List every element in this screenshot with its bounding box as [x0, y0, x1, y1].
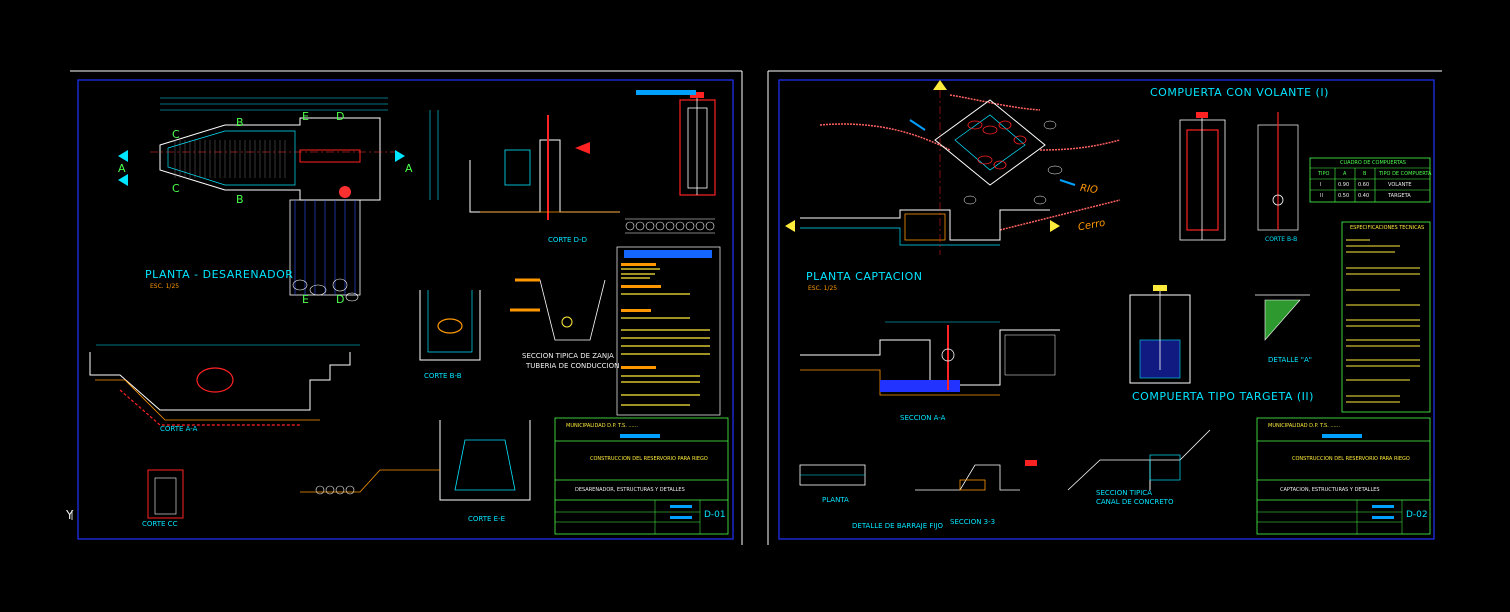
tb2-sheet-number: D-02 [1406, 510, 1428, 520]
cut-marker-b-bottom: B [236, 193, 244, 206]
label-corte-bb: CORTE B-B [424, 372, 462, 380]
gates-header-tipo: TIPO [1318, 171, 1330, 177]
gates-row2-b: 0.40 [1358, 193, 1370, 199]
label-corte-ee: CORTE E-E [468, 515, 506, 523]
cut-marker-e-bottom: E [302, 293, 309, 306]
label-canal: SECCION TIPICA [1096, 489, 1152, 497]
ucs-axis-label: Y [66, 508, 74, 522]
desarenador-plan [118, 97, 439, 302]
titleblock-sheet1 [554, 417, 729, 535]
tb1-project: CONSTRUCCION DEL RESERVORIO PARA RIEGO [590, 456, 708, 462]
cut-marker-c-top: C [172, 128, 180, 141]
tb2-project-line2: CAPTACION, ESTRUCTURAS Y DETALLES [1280, 487, 1380, 493]
seccion-33 [915, 460, 1037, 491]
tb1-sheet-number: D-01 [704, 510, 726, 520]
label-corte-bb-2: CORTE B-B [1265, 236, 1298, 243]
seccion-aa-captacion [800, 321, 1060, 396]
gates-row1-type: VOLANTE [1388, 182, 1412, 188]
label-seccion-aa: SECCION A-A [900, 414, 946, 422]
gates-row2-a: 0.50 [1338, 193, 1350, 199]
corte-aa-drawing [89, 344, 360, 426]
gates-header-b: B [1363, 171, 1367, 177]
label-corte-dd: CORTE D-D [548, 236, 587, 244]
gates-header-type: TIPO DE COMPUERTA [1379, 171, 1432, 177]
captacion-plan [785, 80, 1121, 255]
cut-marker-b-top: B [236, 116, 244, 129]
gate-elevation-sheet1 [679, 92, 716, 196]
gates-header-a: A [1343, 171, 1347, 177]
cut-marker-d-bottom: D [336, 293, 344, 306]
compuerta-targeta-drawing [1129, 285, 1310, 384]
tb2-project: CONSTRUCCION DEL RESERVORIO PARA RIEGO [1292, 456, 1410, 462]
label-seccion-zanja: SECCION TIPICA DE ZANJA [522, 352, 614, 360]
plan-title-captacion: PLANTA CAPTACION [806, 270, 923, 283]
label-detalle-a: DETALLE "A" [1268, 356, 1313, 364]
gates-row2-type: TARGETA [1388, 193, 1411, 199]
sheet-2-frame [767, 70, 1442, 545]
title-compuerta-volante: COMPUERTA CON VOLANTE (I) [1150, 86, 1329, 99]
notes-box-sheet1 [616, 246, 721, 416]
label-planta: PLANTA [822, 496, 849, 504]
sheet-1-frame [70, 70, 743, 545]
label-rio: RIO [1079, 182, 1099, 197]
compuerta-volante-drawing [1179, 112, 1299, 241]
cut-marker-d-top: D [336, 110, 344, 123]
cut-markers-sheet1: C B E D A A C B E D [118, 110, 413, 306]
cut-marker-c-bottom: C [172, 182, 180, 195]
gates-table-title: CUADRO DE COMPUERTAS [1340, 160, 1406, 166]
corte-ee-drawing [300, 420, 531, 501]
specs-box [1341, 221, 1431, 413]
titleblock-sheet2 [1256, 417, 1431, 535]
gates-row1-tipo: I [1320, 182, 1322, 188]
label-tuberia: TUBERIA DE CONDUCCION [526, 362, 620, 370]
title-bar-gate [636, 90, 696, 95]
specs-title: ESPECIFICACIONES TECNICAS [1350, 225, 1425, 231]
label-corte-aa: CORTE A-A [160, 425, 198, 433]
seccion-zanja-drawing [510, 278, 606, 341]
corte-bb-drawing [419, 290, 481, 361]
canal-concreto [1067, 429, 1211, 491]
label-canal-2: CANAL DE CONCRETO [1096, 498, 1174, 506]
tb1-project-line2: DESARENADOR, ESTRUCTURAS Y DETALLES [575, 487, 685, 493]
gates-row1-b: 0.60 [1358, 182, 1370, 188]
plan-scale-captacion: ESC. 1/25 [808, 285, 838, 292]
cut-marker-a-right: A [405, 162, 413, 175]
plan-title-desarenador: PLANTA - DESARENADOR [145, 268, 294, 281]
plan-scale-desarenador: ESC. 1/25 [150, 283, 180, 290]
gates-table [1309, 157, 1431, 203]
cut-marker-a-left: A [118, 162, 126, 175]
gates-row2-tipo: II [1320, 193, 1323, 199]
corte-dd-drawing [469, 115, 715, 234]
label-barraje: DETALLE DE BARRAJE FIJO [852, 522, 944, 530]
label-corte-cc: CORTE CC [142, 520, 178, 528]
title-compuerta-targeta: COMPUERTA TIPO TARGETA (II) [1132, 390, 1314, 403]
gates-row1-a: 0.90 [1338, 182, 1350, 188]
tb1-municipality: MUNICIPALIDAD D.P. T.S. ...... [566, 423, 638, 429]
tb2-municipality: MUNICIPALIDAD D.P. T.S. ...... [1268, 423, 1340, 429]
label-seccion-33: SECCION 3-3 [950, 518, 996, 526]
corte-cc-drawing [147, 469, 184, 519]
planta-barraje [799, 464, 866, 486]
cut-marker-e-top: E [302, 110, 309, 123]
